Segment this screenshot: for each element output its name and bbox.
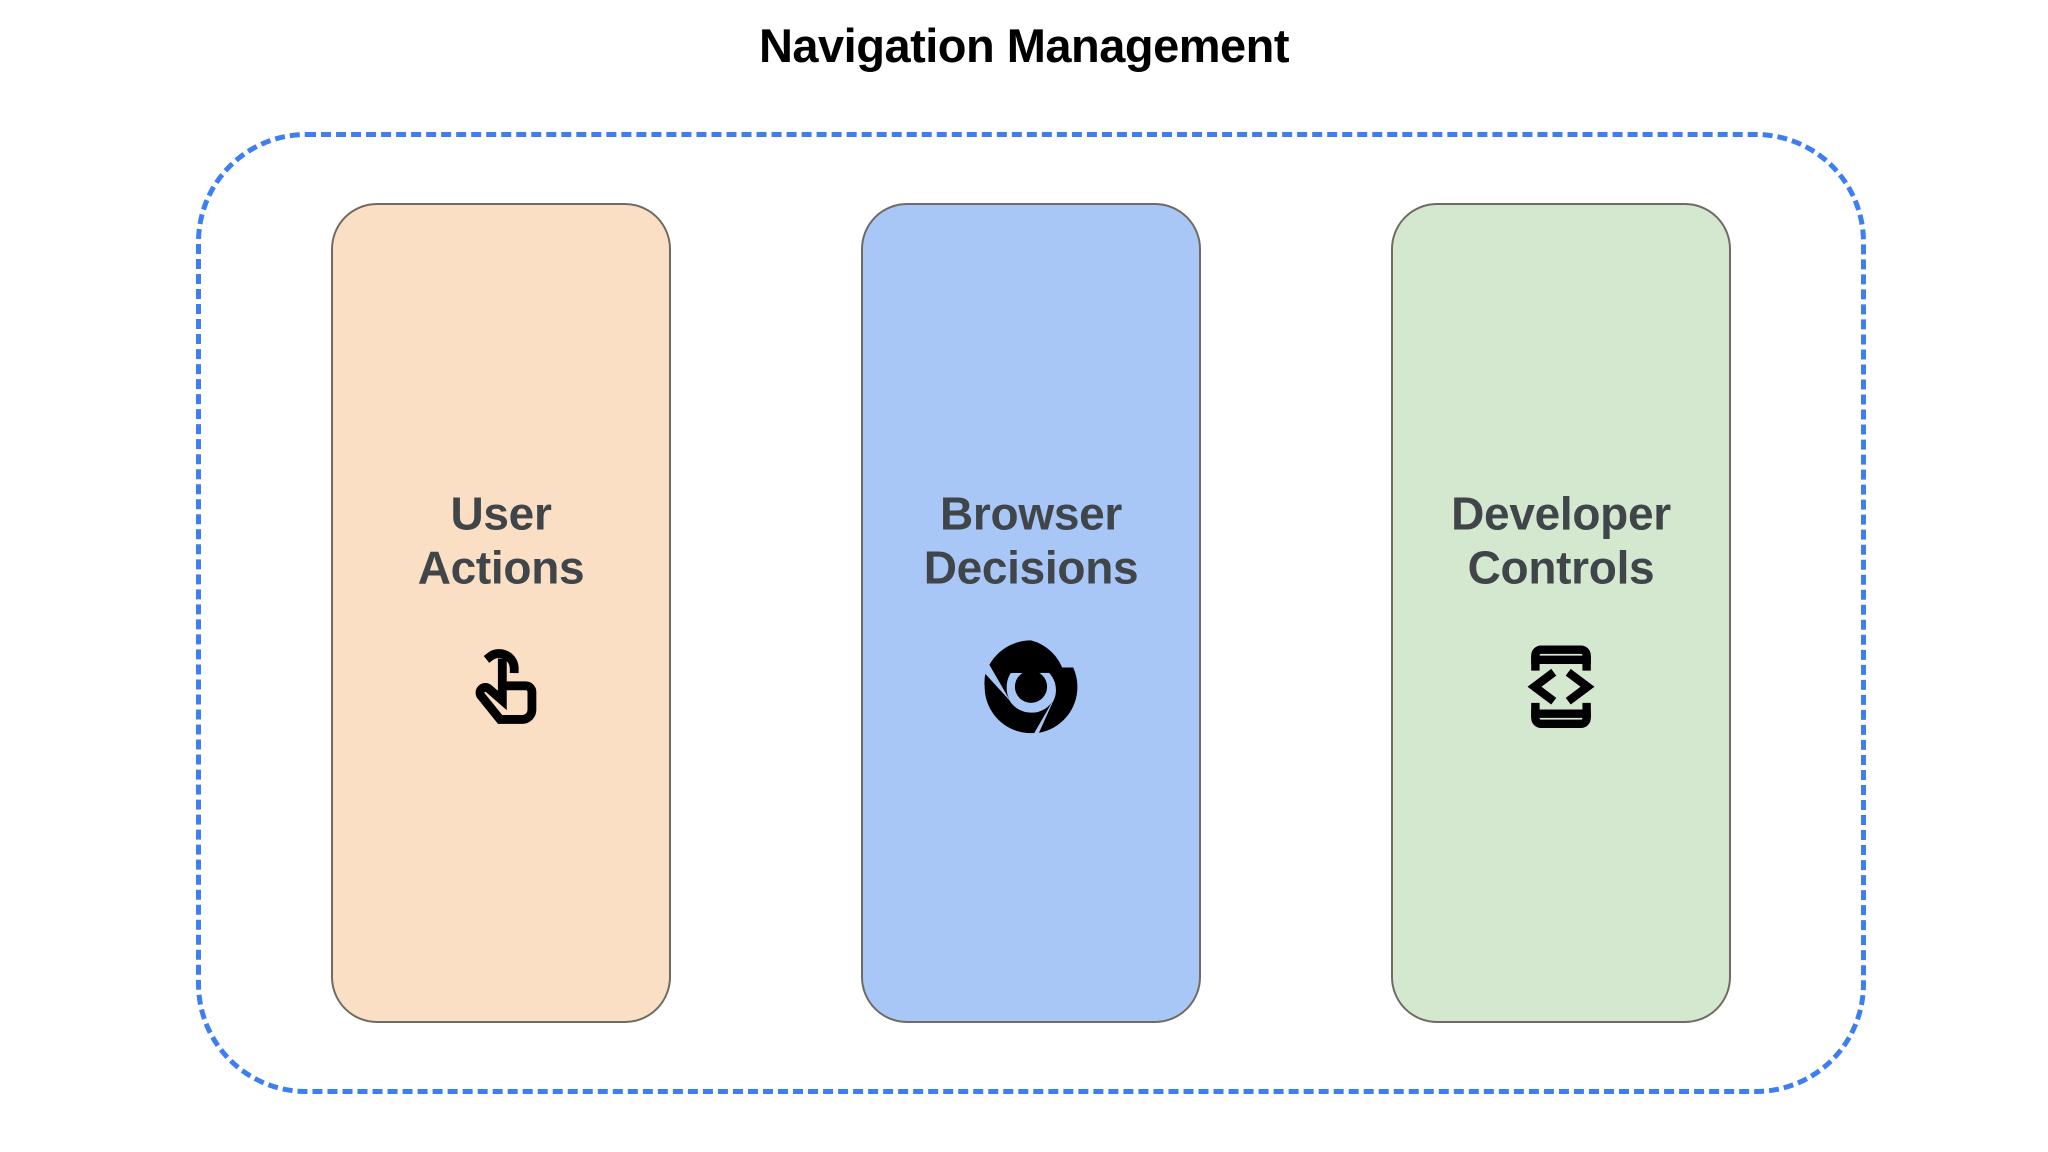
- card-developer-controls[interactable]: Developer Controls: [1391, 203, 1731, 1023]
- developer-mode-icon: [1508, 633, 1614, 739]
- card-content: Developer Controls: [1393, 487, 1729, 740]
- navigation-management-group-border: [196, 132, 1866, 1094]
- card-label-developer-controls: Developer Controls: [1451, 487, 1671, 594]
- card-content: User Actions: [333, 487, 669, 740]
- page-title: Navigation Management: [758, 19, 1290, 72]
- card-content: Browser Decisions: [863, 487, 1199, 740]
- card-user-actions[interactable]: User Actions: [331, 203, 671, 1023]
- card-row: User Actions Browser Decisions: [196, 132, 1866, 1094]
- card-browser-decisions[interactable]: Browser Decisions: [861, 203, 1201, 1023]
- chrome-logo-icon: [978, 633, 1084, 739]
- card-label-user-actions: User Actions: [417, 487, 585, 594]
- touch-app-icon: [448, 633, 554, 739]
- card-label-browser-decisions: Browser Decisions: [923, 487, 1139, 594]
